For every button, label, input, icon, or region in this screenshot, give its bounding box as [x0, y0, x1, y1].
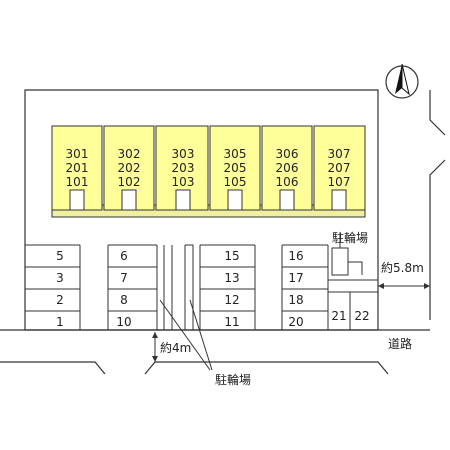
building-unit: 305 205 105	[209, 125, 261, 211]
building-unit: 307 207 107	[313, 125, 366, 211]
room-label: 103	[172, 175, 195, 189]
parking-slot-label: 13	[224, 271, 239, 285]
room-label: 301	[66, 147, 89, 161]
parking-slot-label: 12	[224, 293, 239, 307]
parking-slot-label: 8	[120, 293, 128, 307]
building-unit: 303 203 103	[155, 125, 209, 211]
road-width-bottom-label: 約4m	[160, 340, 191, 355]
room-label: 206	[276, 161, 299, 175]
building-unit: 302 202 102	[103, 125, 155, 211]
parking-slot-label: 10	[116, 315, 131, 329]
building-unit: 306 206 106	[261, 125, 313, 211]
parking-slot-label: 5	[56, 249, 64, 263]
north-arrow-icon	[385, 63, 419, 99]
room-label: 106	[276, 175, 299, 189]
room-label: 202	[118, 161, 141, 175]
room-label: 207	[328, 161, 351, 175]
room-label: 205	[224, 161, 247, 175]
parking-slot-label: 6	[120, 249, 128, 263]
room-label: 105	[224, 175, 247, 189]
parking-center-left	[107, 244, 173, 330]
bike-leader-line	[159, 299, 211, 371]
parking-slot-label: 18	[288, 293, 303, 307]
road-edge-bottom	[0, 361, 106, 375]
parking-slot-label: 11	[224, 315, 239, 329]
room-label: 107	[328, 175, 351, 189]
room-label: 201	[66, 161, 89, 175]
parking-slot-label: 22	[354, 309, 369, 323]
building-row: 301 201 101 302 202 102 303 203 103 305 …	[51, 125, 366, 211]
road-label: 道路	[388, 336, 412, 351]
parking-left	[25, 244, 81, 330]
parking-slot-label: 2	[56, 293, 64, 307]
parking-slot-label: 21	[331, 309, 346, 323]
parking-slot-label: 15	[224, 249, 239, 263]
bike-parking-label: 駐輪場	[332, 230, 368, 245]
room-label: 307	[328, 147, 351, 161]
bike-leader-line	[189, 299, 213, 371]
parking-slot-label: 3	[56, 271, 64, 285]
room-label: 203	[172, 161, 195, 175]
parking-small	[327, 279, 378, 330]
road-width-right-label: 約5.8m	[381, 260, 424, 275]
room-label: 303	[172, 147, 195, 161]
parking-slot-label: 7	[120, 271, 128, 285]
parking-slot-label: 1	[56, 315, 64, 329]
parking-center-right	[184, 244, 256, 330]
parking-slot-label: 17	[288, 271, 303, 285]
room-label: 102	[118, 175, 141, 189]
room-label: 302	[118, 147, 141, 161]
parking-right	[281, 244, 329, 330]
room-label: 101	[66, 175, 89, 189]
road-edge-bottom-2	[144, 361, 389, 375]
building-unit: 301 201 101	[51, 125, 103, 211]
road-edge-right	[429, 90, 446, 136]
room-label: 305	[224, 147, 247, 161]
road-edge-right-lower	[429, 159, 446, 320]
bike-parking-label: 駐輪場	[215, 372, 251, 387]
bike-parking-top	[331, 247, 363, 276]
parking-slot-label: 16	[288, 249, 303, 263]
room-label: 306	[276, 147, 299, 161]
parking-slot-label: 20	[288, 315, 303, 329]
